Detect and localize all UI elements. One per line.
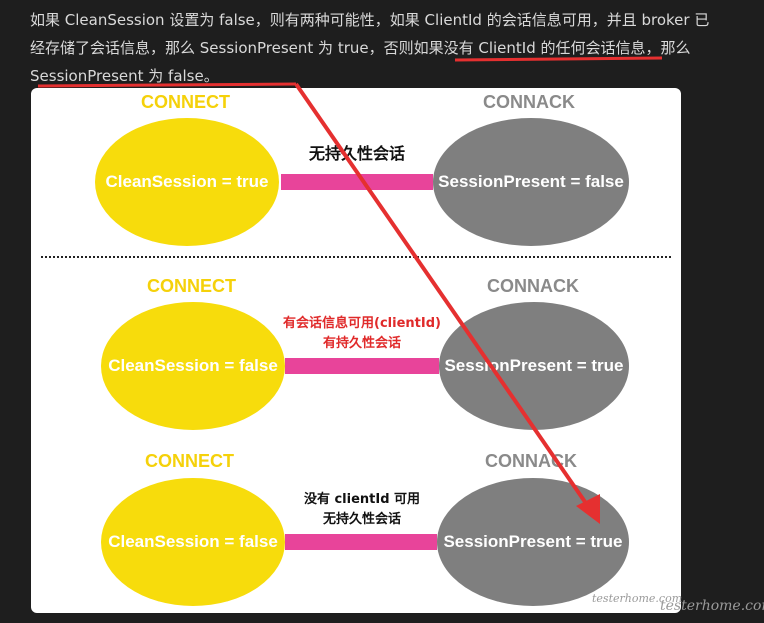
connect-label-3: CONNECT — [145, 451, 234, 471]
connack-label-1: CONNACK — [483, 92, 575, 112]
middle-line-2-1: 有会话信息可用(clientId) — [283, 316, 441, 331]
diagram-card: CONNECT CONNACK CleanSession = true Sess… — [31, 88, 681, 613]
middle-line-1-1: 无持久性会话 — [308, 144, 405, 163]
session-present-ellipse-2: SessionPresent = true — [439, 302, 629, 430]
paragraph-part-2: 否则如果没有 ClientId 的任何会话信息，那么 SessionPresen… — [30, 39, 691, 85]
connector-bar-2 — [285, 358, 439, 374]
middle-text-3: 没有 clientId 可用 无持久性会话 — [277, 490, 447, 530]
session-present-text-1: SessionPresent = false — [438, 172, 624, 191]
connack-label-2: CONNACK — [487, 276, 579, 296]
clean-session-text-1: CleanSession = true — [105, 172, 269, 191]
connect-label-1: CONNECT — [141, 92, 230, 112]
connector-bar-3 — [285, 534, 437, 550]
section-divider — [41, 256, 671, 258]
connect-label-2: CONNECT — [147, 276, 236, 296]
session-present-ellipse-1: SessionPresent = false — [433, 118, 629, 246]
session-present-text-3: SessionPresent = true — [443, 532, 623, 551]
clean-session-ellipse-3: CleanSession = false — [101, 478, 285, 606]
middle-line-3-1: 没有 clientId 可用 — [303, 492, 421, 507]
connector-bar-1 — [281, 174, 433, 190]
middle-text-1: 无持久性会话 — [281, 144, 433, 164]
annotation-arrow — [294, 82, 594, 514]
underline-highlight-1 — [454, 56, 663, 62]
paragraph-part-1: 如果 CleanSession 设置为 false，则有两种可能性，如果 Cli… — [30, 11, 710, 57]
arrowhead-icon — [576, 494, 600, 524]
clean-session-ellipse-1: CleanSession = true — [95, 118, 279, 246]
clean-session-ellipse-2: CleanSession = false — [101, 302, 285, 430]
description-paragraph: 如果 CleanSession 设置为 false，则有两种可能性，如果 Cli… — [30, 6, 710, 90]
middle-line-2-2: 有持久性会话 — [322, 336, 401, 351]
middle-text-2: 有会话信息可用(clientId) 有持久性会话 — [271, 314, 453, 354]
underline-highlight-2 — [37, 82, 297, 88]
clean-session-text-3: CleanSession = false — [108, 532, 278, 551]
watermark-large: testerhome.com — [660, 598, 764, 614]
watermark-small: testerhome.com — [592, 592, 683, 605]
clean-session-text-2: CleanSession = false — [108, 356, 278, 375]
middle-line-3-2: 无持久性会话 — [322, 512, 401, 527]
